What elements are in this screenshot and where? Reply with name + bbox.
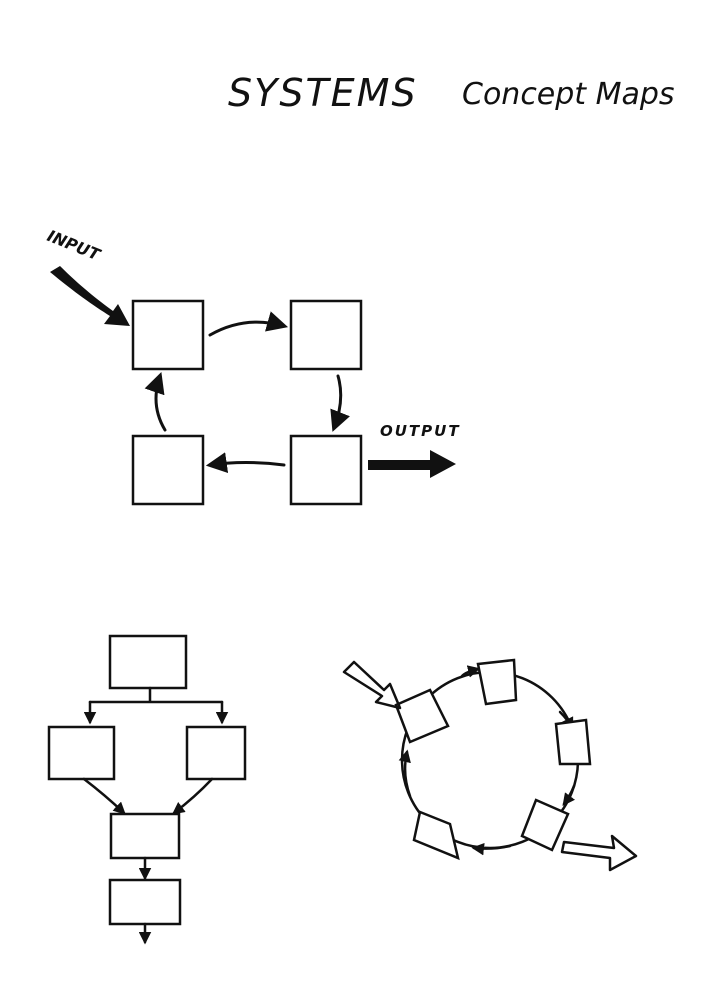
flow-diagram xyxy=(47,634,247,945)
cycle-box-top-right xyxy=(289,299,363,371)
ring-diagram xyxy=(342,658,638,872)
cycle-arrow-left xyxy=(144,372,167,432)
ring-node-2 xyxy=(476,658,518,706)
ring-node-3 xyxy=(554,718,592,766)
cycle-box-bottom-left xyxy=(131,434,205,506)
cycle-arrow-bottom xyxy=(205,452,286,474)
flow-box-left xyxy=(47,725,116,781)
flow-arrow-merge-left xyxy=(82,777,126,815)
flow-arrow-merge-right xyxy=(172,777,214,815)
ring-node-4 xyxy=(520,798,570,852)
title-systems: SYSTEMS xyxy=(228,71,418,115)
ring-input-arrow xyxy=(342,660,402,710)
ring-output-arrow xyxy=(560,834,638,872)
ring-arrow-3 xyxy=(562,784,576,807)
ring-arrow-4 xyxy=(471,842,512,856)
ring-arrow-5 xyxy=(398,749,412,798)
cycle-box-bottom-right xyxy=(289,434,363,506)
input-arrow xyxy=(50,266,130,326)
input-label: INPUT xyxy=(45,226,104,265)
flow-box-right xyxy=(185,725,247,781)
output-label: OUTPUT xyxy=(380,422,461,440)
cycle-diagram: INPUT OUTPUT xyxy=(45,226,461,506)
page-title: SYSTEMS Concept Maps xyxy=(228,71,675,115)
flow-box-top xyxy=(108,634,188,690)
ring-node-1 xyxy=(394,688,450,744)
flow-branch-line xyxy=(88,686,224,704)
output-arrow xyxy=(368,450,456,478)
cycle-box-top-left xyxy=(131,299,205,371)
flow-box-bottom xyxy=(108,878,182,926)
cycle-arrow-right xyxy=(330,374,350,432)
title-concept-maps: Concept Maps xyxy=(462,77,675,112)
cycle-arrow-top xyxy=(208,311,289,337)
flow-box-merge xyxy=(109,812,181,860)
ring-node-5 xyxy=(412,810,460,861)
ring-arrow-1 xyxy=(460,665,481,678)
